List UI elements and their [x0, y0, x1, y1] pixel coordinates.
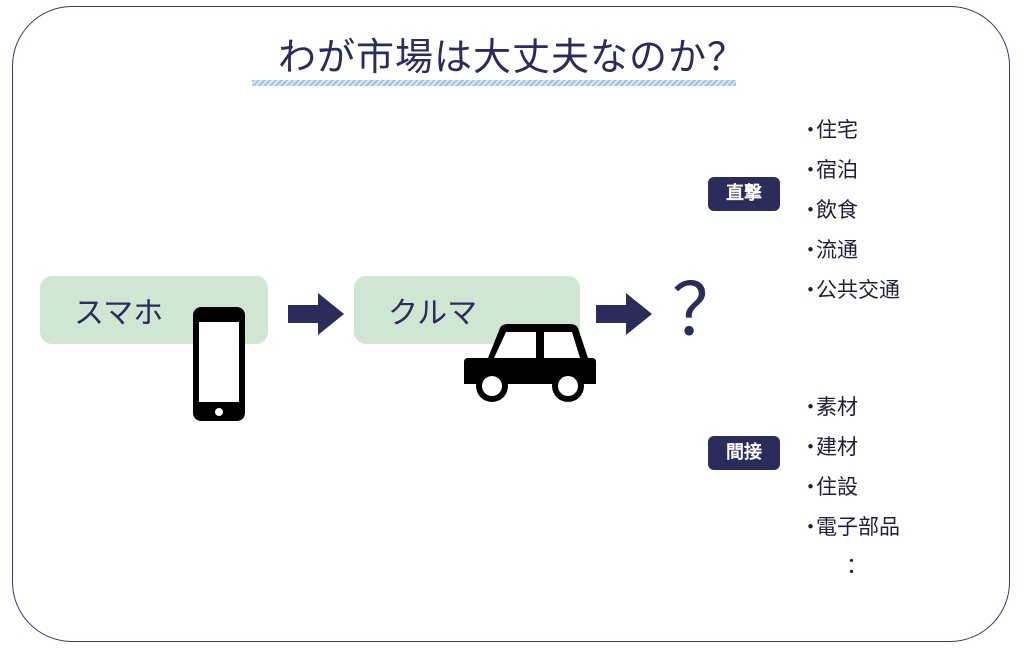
- list-item: ・公共交通: [800, 278, 900, 302]
- list-item: ・電子部品: [800, 515, 900, 539]
- list-item: ・宿泊: [800, 158, 858, 182]
- flow-step-smartphone: スマホ: [40, 276, 268, 344]
- right-arrow-icon: [288, 293, 344, 339]
- list-item: ・住設: [800, 475, 858, 499]
- more-items-ellipsis: ：: [846, 554, 869, 579]
- direct-impact-list: ・住宅 ・宿泊 ・飲食 ・流通 ・公共交通: [800, 110, 900, 310]
- list-item: ・素材: [800, 395, 858, 419]
- direct-impact-badge: 直撃: [708, 177, 780, 211]
- indirect-impact-badge: 間接: [708, 436, 780, 470]
- flow-step-smartphone-label: スマホ: [74, 296, 164, 331]
- question-mark: ？: [672, 268, 745, 352]
- smartphone-icon: [192, 306, 246, 426]
- slide-title: わが市場は大丈夫なのか？: [277, 35, 746, 79]
- title-underline: [252, 80, 736, 86]
- flow-step-car-label: クルマ: [388, 296, 478, 331]
- list-item: ・飲食: [800, 198, 858, 222]
- right-arrow-icon: [596, 293, 652, 339]
- car-icon: [462, 322, 598, 408]
- list-item: ・住宅: [800, 118, 858, 142]
- indirect-impact-list: ・素材 ・建材 ・住設 ・電子部品: [800, 387, 900, 547]
- list-item: ・流通: [800, 238, 858, 262]
- list-item: ・建材: [800, 435, 858, 459]
